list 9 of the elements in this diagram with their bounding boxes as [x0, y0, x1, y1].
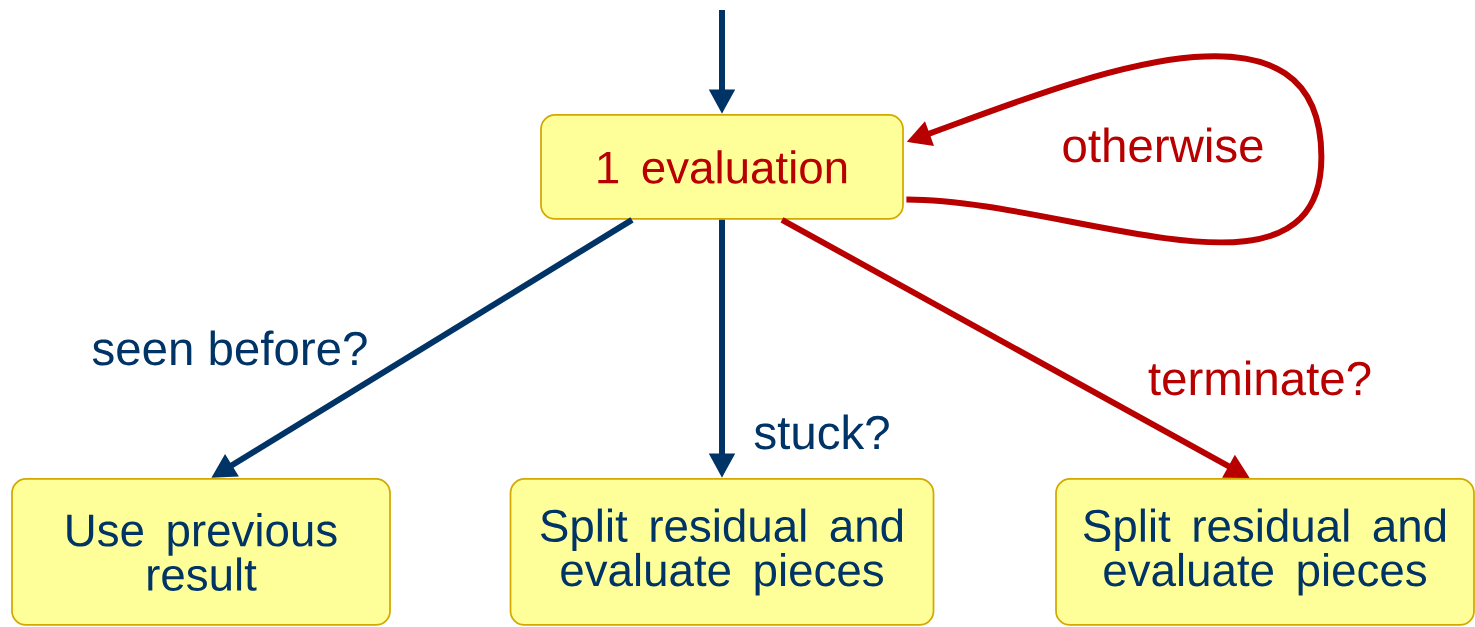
edge-label: otherwise	[1059, 125, 1267, 165]
process-box: Use previous result	[11, 478, 391, 626]
edge-label: terminate?	[1146, 358, 1374, 398]
edge-label: stuck?	[751, 412, 893, 452]
process-box: 1 evaluation	[540, 114, 904, 220]
process-box: Split residual and evaluate pieces	[509, 478, 935, 626]
process-box: Split residual and evaluate pieces	[1055, 478, 1475, 626]
arrow	[906, 53, 1325, 246]
edge-label: seen before?	[89, 328, 371, 368]
